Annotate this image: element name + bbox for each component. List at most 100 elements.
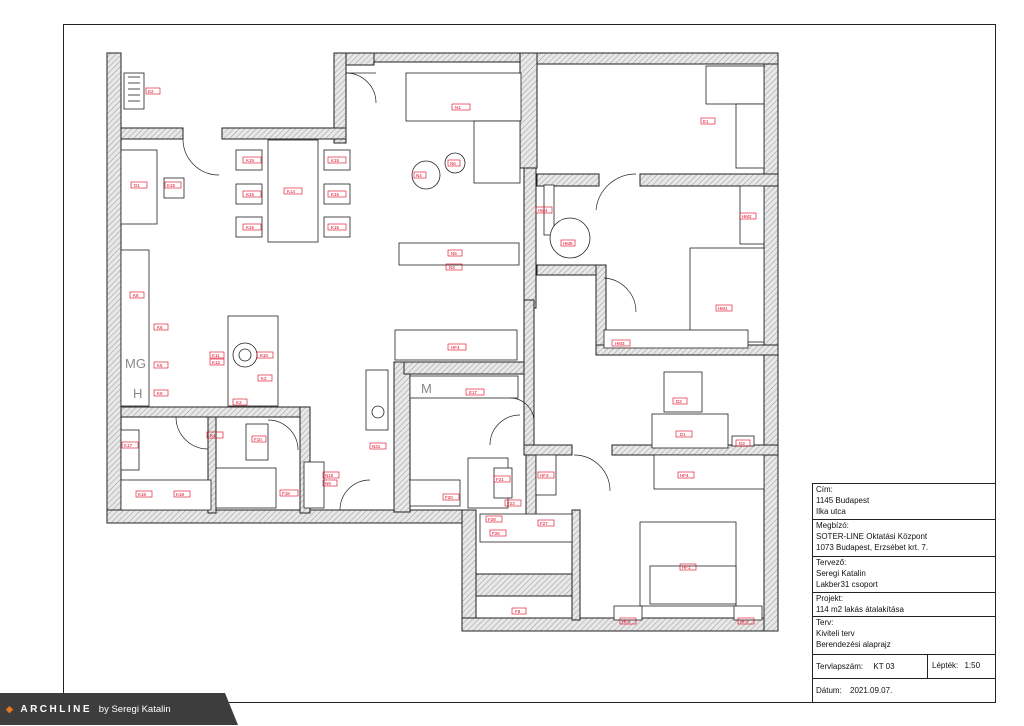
tag-f20: F20 (445, 495, 453, 500)
tag-labels: E2 N1 E1 D1 K15 K14 K15 K15 K15 K15 K15 … (124, 89, 752, 624)
tag-n31: N31 (372, 444, 381, 449)
furniture (120, 65, 765, 621)
tag-hm5: HM5 (563, 241, 573, 246)
tag-d2: D2 (676, 399, 682, 404)
logo-arch-text: ARCH (20, 704, 60, 715)
letter-mg: MG (125, 356, 146, 371)
tag-hm4: HM4 (538, 208, 548, 213)
designer-label: Tervező: (816, 558, 847, 567)
designer-line2: Lakber31 csoport (816, 580, 878, 589)
scale-label: Lépték: (932, 661, 959, 670)
walls (106, 52, 779, 632)
sheet-number-label: Tervlapszám: (816, 662, 864, 671)
title-block-client: Megbízó: SOTER-LINE Oktatási Központ 107… (812, 519, 996, 556)
date-value: 2021.09.07. (850, 686, 893, 695)
tag-k14: K14 (287, 189, 296, 194)
scale-row: Lépték: 1:50 (927, 655, 980, 679)
tag-k16: K16 (138, 492, 147, 497)
tag-hf1: HF1 (682, 565, 691, 570)
letter-m: M (421, 381, 432, 396)
tag-n4: N4 (416, 173, 422, 178)
drawing-sheet-frame (63, 24, 996, 703)
tag-hm3: HM3 (615, 341, 625, 346)
tag-k10: K10 (260, 353, 269, 358)
tag-f8: F8 (515, 609, 521, 614)
tag-k15f: K15 (331, 192, 340, 197)
project-line1: 114 m2 lakás átalakítása (816, 605, 904, 614)
tag-k18: K18 (176, 492, 185, 497)
tag-k6: K6 (157, 325, 163, 330)
tag-k15c: K15 (246, 192, 255, 197)
tag-n5: N5 (451, 251, 457, 256)
date-label: Dátum: (816, 686, 842, 695)
tag-boxes (121, 87, 757, 625)
tag-hm2: HM2 (742, 214, 752, 219)
designer-line1: Seregi Katalin (816, 569, 866, 578)
tag-d1: D1 (134, 183, 140, 188)
tag-k15d: K15 (246, 225, 255, 230)
tag-k8: K8 (133, 293, 139, 298)
scale-value: 1:50 (964, 661, 981, 670)
tag-k3: K3 (236, 400, 242, 405)
tag-hf3: HF3 (540, 473, 549, 478)
sheet-number-value: KT 03 (873, 662, 895, 671)
archline-diamond-icon: ◆ (6, 704, 16, 714)
tag-k9: K9 (157, 391, 163, 396)
tag-k4: K4 (210, 433, 216, 438)
tag-hf2: HF2 (622, 619, 631, 624)
address-line1: 1145 Budapest (816, 496, 870, 505)
tag-k15e: K15 (331, 158, 340, 163)
tag-f27: F27 (540, 521, 548, 526)
tag-e17: E17 (469, 390, 478, 395)
appliance-letters: MG H M (125, 356, 432, 401)
title-block-date: Dátum: 2021.09.07. (812, 678, 996, 703)
plan-label: Terv: (816, 618, 834, 627)
tag-k17: K17 (124, 443, 133, 448)
sheet-number-row: Tervlapszám: KT 03 (813, 661, 895, 672)
tag-f21: F21 (496, 477, 504, 482)
client-line2: 1073 Budapest, Erzsébet krt. 7. (816, 543, 929, 552)
tag-hf4: HF4 (680, 473, 689, 478)
title-block-designer: Tervező: Seregi Katalin Lakber31 csoport (812, 556, 996, 592)
tag-k11: K11 (212, 353, 220, 358)
plan-line1: Kiviteli terv (816, 629, 855, 638)
title-block-sheet: Tervlapszám: KT 03 Lépték: 1:50 (812, 654, 996, 679)
address-label: Cím: (816, 485, 833, 494)
address-line2: Ilka utca (816, 507, 846, 516)
tag-k15b: K15 (246, 158, 255, 163)
project-label: Projekt: (816, 594, 844, 603)
tag-e2: E2 (148, 89, 154, 94)
tag-d1b: D1 (680, 432, 686, 437)
title-block-address: Cím: 1145 Budapest Ilka utca (812, 483, 996, 519)
tag-f26: F26 (492, 531, 500, 536)
tag-d3: D3 (739, 441, 745, 446)
tag-hf2b: HF2 (740, 619, 749, 624)
tag-n9: N9 (325, 481, 331, 486)
tag-k5: K5 (157, 363, 163, 368)
title-block-project: Projekt: 114 m2 lakás átalakítása (812, 592, 996, 616)
tag-f10: F10 (254, 437, 262, 442)
tag-hm1: HM1 (718, 306, 728, 311)
plan-line2: Berendezési alaprajz (816, 640, 891, 649)
archline-logo: ◆ ARCHLINE (6, 693, 93, 725)
tag-n3: N3 (449, 265, 455, 270)
tag-k15a: K15 (167, 183, 176, 188)
tag-k15g: K15 (331, 225, 340, 230)
client-line1: SOTER-LINE Oktatási Központ (816, 532, 928, 541)
tag-e1: E1 (703, 119, 709, 124)
archline-brand-strip: ◆ ARCHLINE by Seregi Katalin (0, 693, 238, 725)
tag-f28: F28 (488, 517, 496, 522)
title-block-plan: Terv: Kiviteli terv Berendezési alaprajz (812, 616, 996, 654)
tag-hf4-living: HF4 (451, 345, 460, 350)
tag-f18: F18 (282, 491, 290, 496)
tag-n1: N1 (455, 105, 461, 110)
brand-author: by Seregi Katalin (98, 704, 171, 715)
letter-h: H (133, 386, 142, 401)
logo-line-text: LINE (59, 704, 93, 715)
tag-k2: K2 (261, 376, 267, 381)
tag-f23: F23 (507, 501, 515, 506)
tag-k12: K12 (212, 360, 221, 365)
tag-n10: N10 (325, 473, 334, 478)
client-label: Megbízó: (816, 521, 849, 530)
